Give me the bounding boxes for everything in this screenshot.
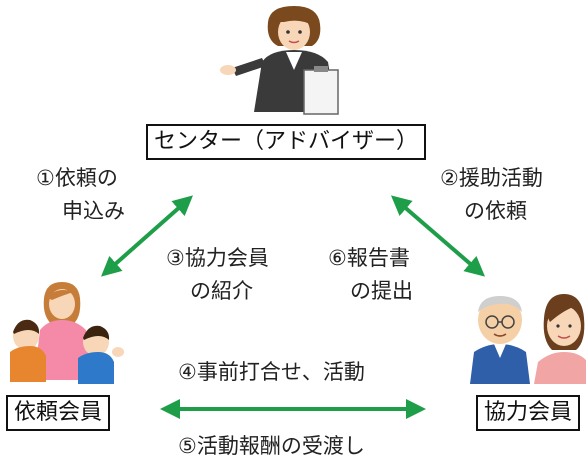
mother-children-illustration bbox=[10, 282, 124, 384]
step-2-label: ②援助活動 の依頼 bbox=[440, 166, 543, 223]
advisor-woman-illustration bbox=[220, 6, 339, 115]
helper-node: 協力会員 bbox=[476, 395, 581, 431]
arrow-requester-center bbox=[101, 195, 193, 277]
requester-node: 依頼会員 bbox=[6, 395, 111, 431]
center-node: センター（アドバイザー） bbox=[146, 124, 427, 160]
step-4-label: ④事前打合せ、活動 bbox=[178, 360, 365, 384]
step-3-label: ③協力会員 の紹介 bbox=[166, 246, 269, 303]
step-6-label: ⑥報告書 の提出 bbox=[328, 246, 413, 303]
step-5-label: ⑤活動報酬の受渡し bbox=[178, 434, 365, 458]
step-1-label: ①依頼の 申込み bbox=[36, 166, 125, 223]
elderly-couple-illustration bbox=[470, 294, 586, 384]
arrow-center-helper bbox=[390, 195, 486, 277]
